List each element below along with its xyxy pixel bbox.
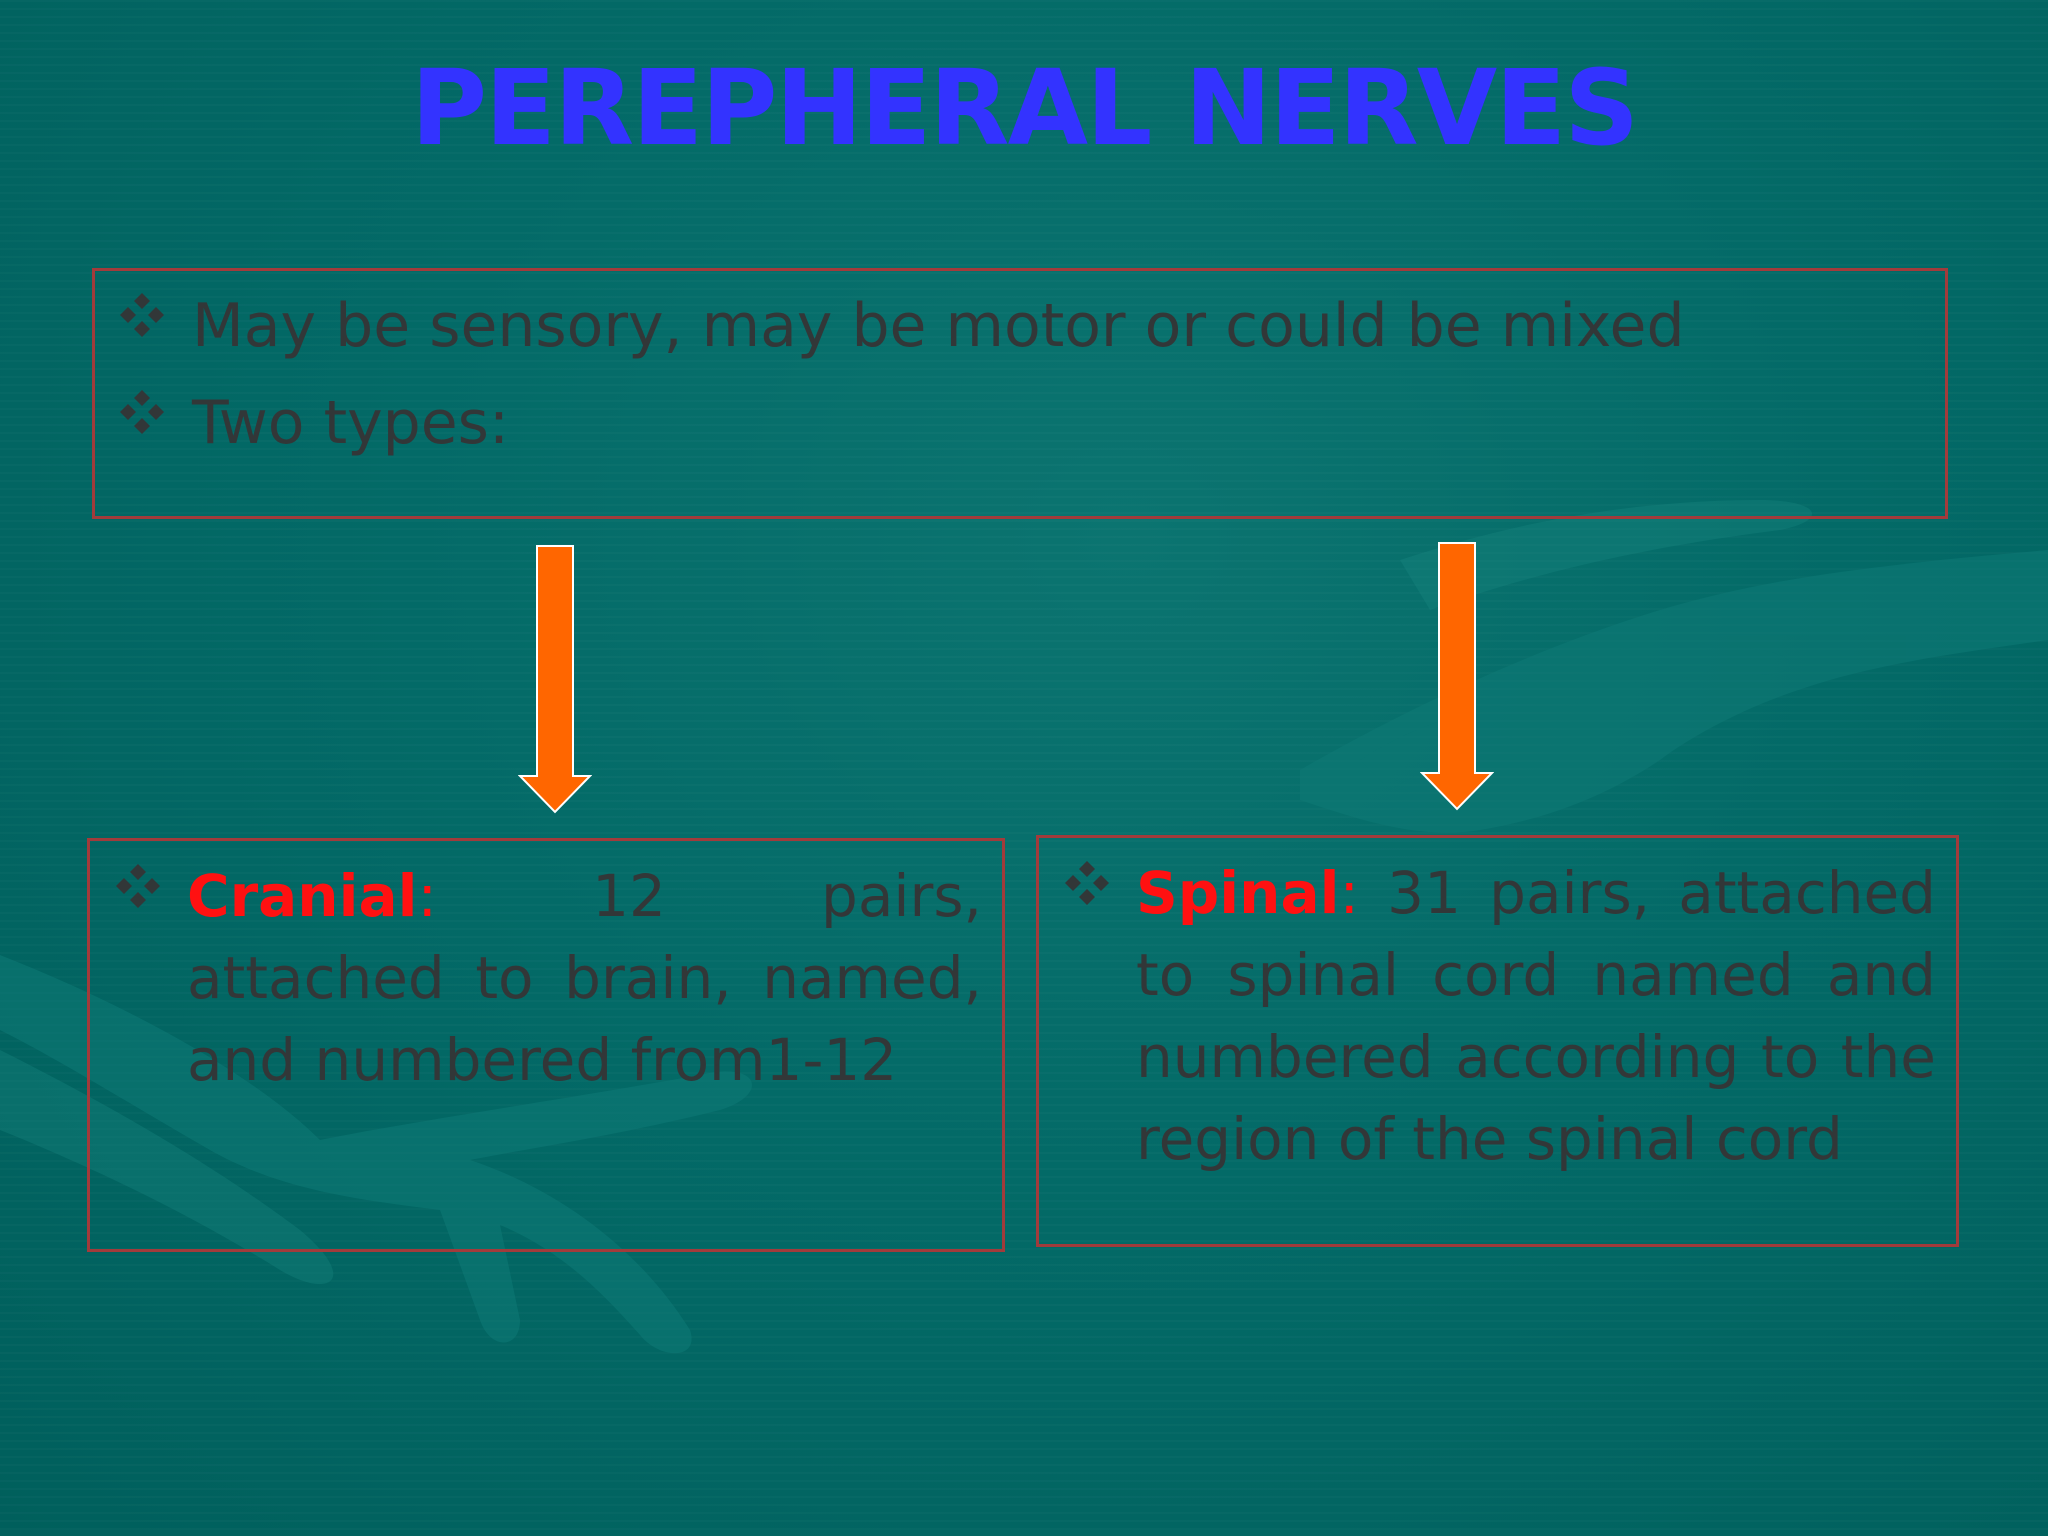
diamond-bullet-icon	[120, 390, 164, 434]
cranial-box	[87, 838, 1005, 1252]
intro-box	[92, 268, 1948, 519]
down-arrow-icon	[518, 545, 592, 814]
spinal-label: Spinal	[1136, 859, 1340, 927]
diamond-bullet-icon	[116, 864, 160, 908]
diamond-bullet-icon	[1065, 861, 1109, 905]
intro-item-two-types: Two types:	[192, 388, 510, 458]
spinal-description: Spinal: 31 pairs, attached to spinal cor…	[1136, 852, 1936, 1180]
spinal-text: 31 pairs, attached to spinal cord named …	[1136, 859, 1936, 1173]
intro-item-sensory-motor: May be sensory, may be motor or could be…	[192, 291, 1685, 361]
cranial-separator: :	[417, 862, 438, 930]
slide-title: PEREPHERAL NERVES	[410, 47, 1639, 169]
diamond-bullet-icon	[120, 293, 164, 337]
cranial-description: Cranial: 12 pairs, attached to brain, na…	[187, 855, 982, 1101]
spinal-box	[1036, 835, 1959, 1247]
spinal-separator: :	[1339, 859, 1360, 927]
cranial-text: 12 pairs, attached to brain, named, and …	[187, 862, 982, 1094]
down-arrow-icon	[1420, 542, 1494, 811]
cranial-label: Cranial	[187, 862, 418, 930]
